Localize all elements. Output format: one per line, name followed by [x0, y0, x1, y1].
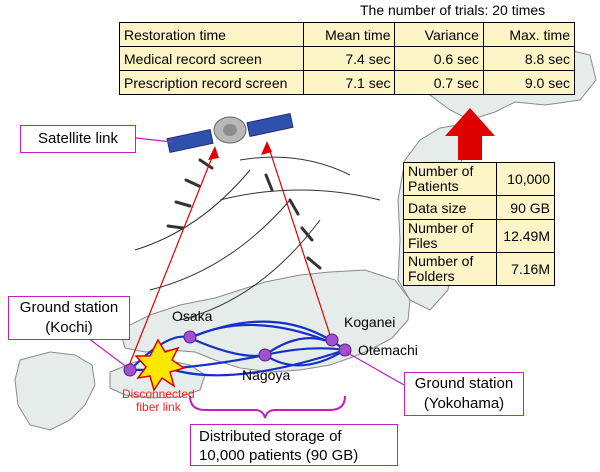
table-row: Number of Folders 7.16M — [403, 252, 555, 286]
variance-value: 0.6 sec — [394, 46, 484, 71]
stat-value: 10,000 — [496, 162, 555, 196]
stat-label: Number of Patients — [403, 162, 497, 196]
variance-value: 0.7 sec — [394, 70, 484, 95]
max-value: 8.8 sec — [482, 46, 576, 71]
table-row: Number of Files 12.49M — [403, 219, 555, 253]
disconnect-burst-icon — [134, 338, 186, 392]
ground-station-yokohama-line1: Ground station — [414, 375, 514, 392]
disconnected-line2: fiber link — [136, 400, 181, 414]
ground-station-kochi-label: Ground station (Kochi) — [8, 296, 130, 340]
signal-arcs — [134, 156, 381, 321]
nodes — [123, 330, 352, 377]
ground-station-yokohama-line2: (Yokohama) — [423, 395, 505, 412]
ground-station-kochi-line2: (Kochi) — [45, 319, 93, 336]
stat-label: Number of Folders — [403, 252, 497, 286]
distributed-storage-label: Distributed storage of 10,000 patients (… — [190, 424, 398, 466]
row-label: Medical record screen — [119, 46, 304, 71]
satellite-link-arrowhead-left — [208, 146, 219, 160]
storage-bracket — [189, 395, 346, 419]
mean-value: 7.1 sec — [302, 70, 396, 95]
table-row: Prescription record screen 7.1 sec 0.7 s… — [119, 70, 576, 95]
stat-value: 12.49M — [496, 219, 555, 253]
callout-lines — [87, 137, 405, 386]
restoration-results-table: Restoration time Mean time Variance Max.… — [119, 22, 576, 95]
satellite-link-label: Satellite link — [20, 125, 136, 153]
table-row: Medical record screen 7.4 sec 0.6 sec 8.… — [119, 46, 576, 71]
table-row: Data size 90 GB — [403, 195, 555, 220]
header-variance: Variance — [394, 22, 484, 47]
city-label-osaka: Osaka — [172, 308, 213, 324]
header-restoration-time: Restoration time — [119, 22, 304, 47]
table-row: Number of Patients 10,000 — [403, 162, 555, 196]
row-label: Prescription record screen — [119, 70, 304, 95]
storage-line1: Distributed storage of — [199, 428, 342, 445]
node-nagoya — [258, 348, 272, 362]
ground-station-kochi-line1: Ground station — [19, 299, 119, 316]
node-koganei — [325, 333, 339, 347]
satellite-link-lines — [127, 144, 331, 369]
stat-value: 90 GB — [496, 195, 555, 220]
ground-station-yokohama-label: Ground station (Yokohama) — [404, 372, 524, 416]
dataset-stats-table: Number of Patients 10,000 Data size 90 G… — [403, 162, 555, 286]
stat-label: Number of Files — [403, 219, 497, 253]
header-mean-time: Mean time — [302, 22, 396, 47]
mean-value: 7.4 sec — [302, 46, 396, 71]
satellite-link-arrowhead-right — [261, 141, 272, 155]
satellite-icon — [166, 112, 294, 154]
city-label-nagoya: Nagoya — [242, 367, 291, 383]
max-value: 9.0 sec — [482, 70, 576, 95]
signal-dashes — [166, 158, 322, 270]
result-arrow-icon — [445, 108, 495, 160]
storage-line2: 10,000 patients (90 GB) — [199, 447, 359, 464]
node-osaka — [183, 330, 197, 344]
city-label-koganei: Koganei — [344, 314, 396, 330]
disconnected-line1: Disconnected — [122, 387, 195, 401]
disconnected-fiber-label: Disconnected fiber link — [122, 388, 195, 414]
city-label-otemachi: Otemachi — [358, 342, 418, 358]
trials-caption: The number of trials: 20 times — [360, 2, 546, 18]
stat-value: 7.16M — [496, 252, 555, 286]
stat-label: Data size — [403, 195, 497, 220]
table-header-row: Restoration time Mean time Variance Max.… — [119, 22, 576, 47]
map-kyushu — [14, 351, 96, 431]
header-max-time: Max. time — [482, 22, 576, 47]
